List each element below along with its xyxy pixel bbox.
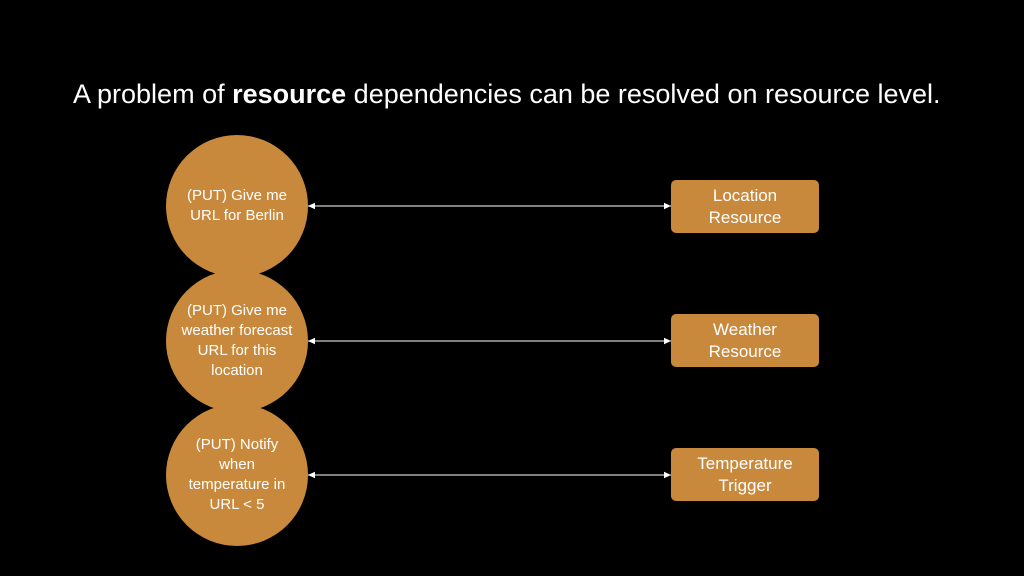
- resource-label: Temperature Trigger: [697, 453, 793, 495]
- title-emphasis: resource: [232, 79, 347, 109]
- request-label: (PUT) Notify when temperature in URL < 5: [188, 436, 286, 513]
- request-node-berlin-url: (PUT) Give me URL for Berlin: [166, 135, 308, 277]
- title-suffix: dependencies can be resolved on resource…: [346, 79, 941, 109]
- resource-label: Weather Resource: [708, 319, 782, 361]
- title-prefix: A problem of: [73, 79, 233, 109]
- resource-label: Location Resource: [708, 185, 782, 227]
- resource-box-weather: Weather Resource: [671, 314, 819, 367]
- resource-box-location: Location Resource: [671, 180, 819, 233]
- resource-box-temperature-trigger: Temperature Trigger: [671, 448, 819, 501]
- slide-title: A problem of resource dependencies can b…: [73, 78, 953, 111]
- request-label: (PUT) Give me weather forecast URL for t…: [181, 302, 293, 379]
- request-node-weather-url: (PUT) Give me weather forecast URL for t…: [166, 270, 308, 412]
- request-label: (PUT) Give me URL for Berlin: [186, 187, 287, 224]
- request-node-notify: (PUT) Notify when temperature in URL < 5: [166, 404, 308, 546]
